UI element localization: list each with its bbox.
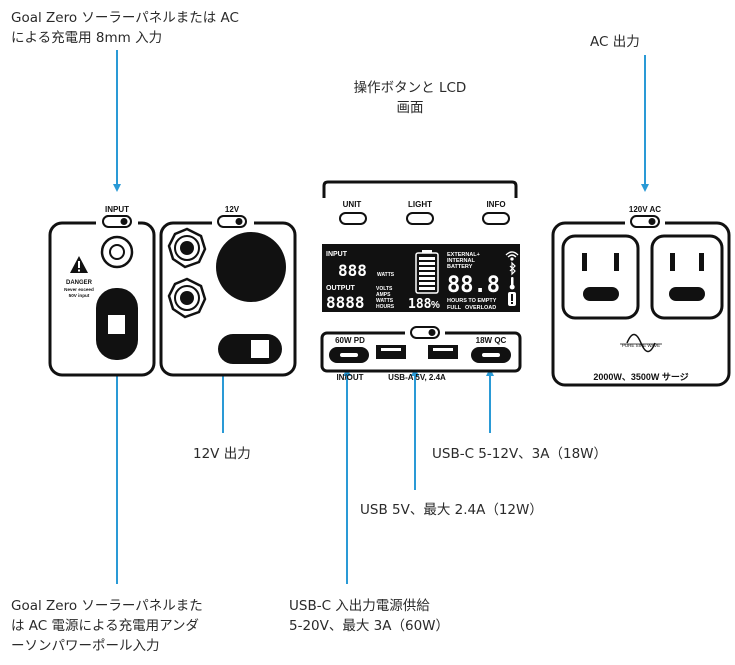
lcd-output-digits: 8888: [326, 293, 365, 312]
control-button-bracket: [322, 180, 518, 198]
callout-anderson-input: Goal Zero ソーラーパネルまた は AC 電源による充電用アンダ ーソン…: [11, 598, 203, 654]
info-button-label: INFO: [486, 200, 505, 209]
usb-port-panel: 60W PD IN/OUT USB-A 5V, 2.4A 18W QC: [320, 326, 522, 382]
wifi-icon: [505, 251, 519, 261]
callout-12v-output: 12V 出力: [193, 446, 251, 462]
unit-button-label: UNIT: [343, 200, 362, 209]
danger-title: DANGER: [66, 280, 93, 286]
lcd-amps: AMPS: [376, 292, 391, 298]
lcd-ext-line-1: EXTERNAL+: [447, 252, 480, 258]
callout-usbc-18w: USB-C 5-12V、3A（18W）: [432, 446, 608, 462]
danger-line-2: 50V input: [69, 293, 90, 298]
ac-outlet-left: [561, 234, 640, 320]
lcd-ext-line-2: INTERNAL: [447, 258, 475, 264]
lcd-watts: WATTS: [377, 272, 395, 278]
unit-button[interactable]: UNIT: [339, 200, 367, 225]
callout-usb-a: USB 5V、最大 2.4A（12W）: [360, 502, 543, 518]
inout-label: IN/OUT: [336, 373, 363, 382]
info-button[interactable]: INFO: [482, 200, 510, 225]
usb-a-label: USB-A 5V, 2.4A: [388, 373, 446, 382]
callout-buttons-lcd: 操作ボタンと LCD 画面: [353, 80, 467, 116]
lcd-hours-to-empty: HOURS TO EMPTY: [447, 298, 497, 304]
usb-a-port-2: [428, 345, 458, 359]
usb-a-port-1: [376, 345, 406, 359]
lcd-volts: VOLTS: [376, 286, 393, 292]
input-panel-label: INPUT: [105, 205, 129, 214]
danger-line-1: Never exceed: [64, 287, 94, 292]
ac-panel-label: 120V AC: [629, 205, 661, 214]
lcd-screen: INPUT 888 WATTS OUTPUT 8888 VOLTS AMPS W…: [322, 244, 520, 312]
input-panel: INPUT DANGER Never exceed 50V input: [48, 205, 156, 377]
lcd-percent-digits: 188: [408, 297, 432, 312]
bluetooth-icon: [509, 261, 516, 276]
hex-port-bottom: [167, 277, 207, 319]
car-port: [216, 232, 286, 302]
callout-usbc-60w: USB-C 入出力電源供給 5-20V、最大 3A（60W）: [289, 598, 450, 634]
lcd-input-digits: 888: [338, 261, 367, 280]
light-button-label: LIGHT: [408, 200, 432, 209]
light-button[interactable]: LIGHT: [406, 200, 434, 225]
lcd-full: FULL: [447, 305, 462, 311]
ac-surge-text: 2000W、3500W サージ: [593, 372, 688, 382]
dc-12v-panel: 12V: [159, 205, 297, 377]
lcd-percent-sign: %: [431, 300, 440, 311]
callout-ac-output: AC 出力: [590, 34, 640, 50]
callout-8mm-input: Goal Zero ソーラーパネルまたは AC による充電用 8mm 入力: [11, 10, 239, 46]
lcd-battery-icon: [415, 250, 439, 294]
lcd-hours: HOURS: [376, 304, 395, 310]
lcd-output-label: OUTPUT: [326, 285, 356, 292]
12v-power-button: [218, 334, 282, 364]
lcd-input-label: INPUT: [326, 251, 348, 258]
ac-outlet-right: [650, 234, 724, 320]
thermometer-icon: [509, 277, 515, 290]
lcd-big-digits: 88.8: [447, 273, 500, 298]
lcd-watts-2: WATTS: [376, 298, 394, 304]
pure-sine-wave-text: PURE SINE WAVE: [622, 343, 660, 348]
dc-panel-label: 12V: [225, 205, 240, 214]
alert-icon: [508, 292, 516, 306]
lcd-ext-line-3: BATTERY: [447, 264, 473, 270]
lcd-overload: OVERLOAD: [465, 305, 496, 311]
qc-label: 18W QC: [476, 336, 507, 345]
hex-port-top: [167, 227, 207, 269]
pd-label: 60W PD: [335, 336, 365, 345]
ac-panel: 120V AC PURE SINE WAVE 2000W、3500W サージ: [551, 205, 731, 387]
sine-wave-icon: [620, 333, 662, 353]
anderson-powerpole-port: [96, 288, 138, 360]
danger-warning-icon: [70, 256, 88, 273]
